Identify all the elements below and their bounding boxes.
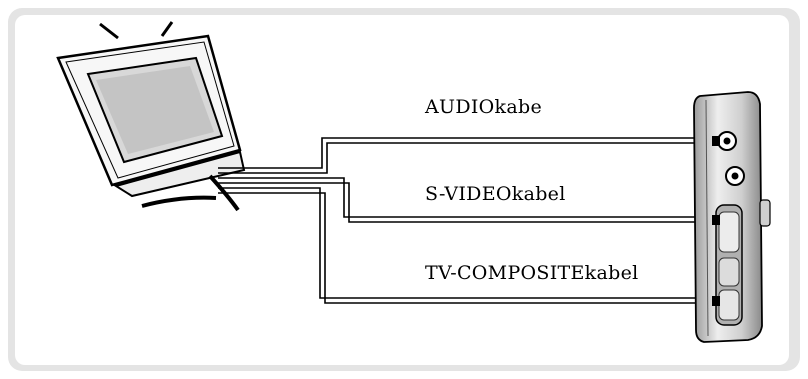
composite-cable-line	[218, 187, 716, 304]
audio-cable-line	[218, 137, 716, 174]
composite-cable-label: TV-COMPOSITEkabel	[425, 262, 639, 284]
svideo-cable-line	[218, 177, 716, 223]
audio-cable-label: AUDIOkabe	[425, 96, 542, 118]
television-icon	[56, 21, 246, 212]
portable-player-device-icon	[693, 91, 771, 343]
svideo-cable-label: S-VIDEOkabel	[425, 183, 566, 205]
